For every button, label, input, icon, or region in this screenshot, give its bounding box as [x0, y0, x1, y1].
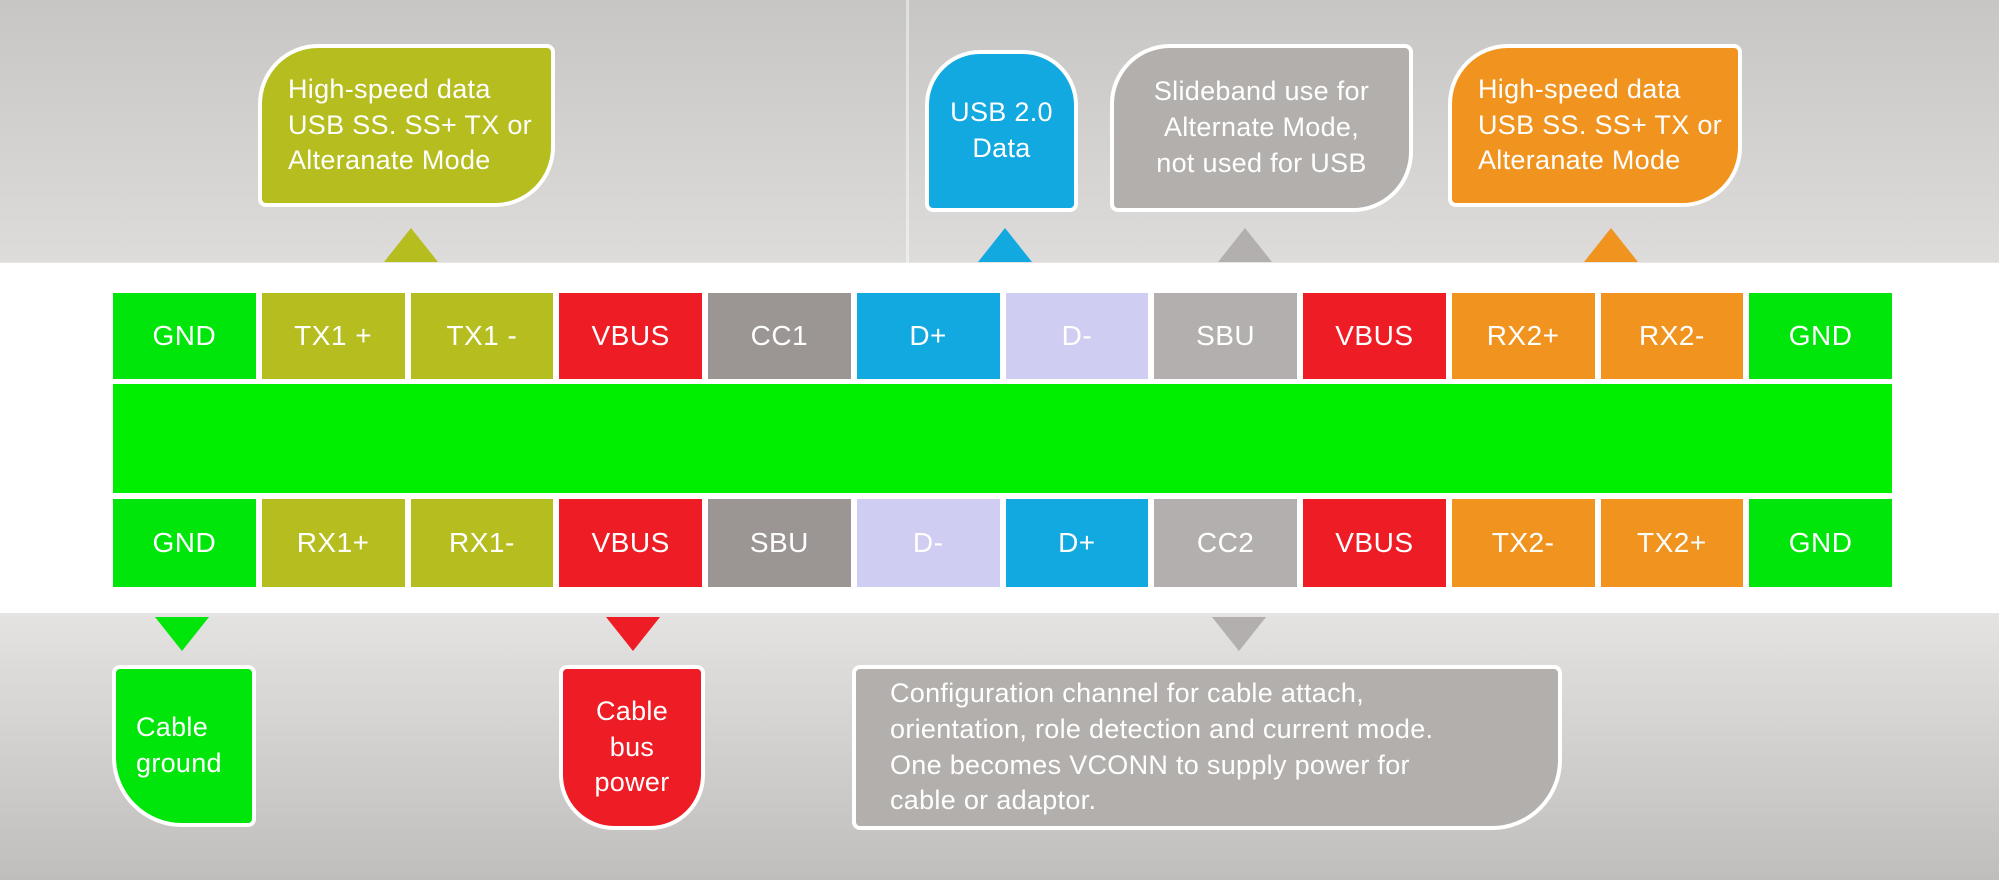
arrow-down-cable-bus-power-icon — [606, 617, 660, 651]
pin-cell-vbus: VBUS — [559, 293, 702, 379]
pin-cell-rx2+: RX2+ — [1451, 293, 1595, 379]
pin-cell-rx2-: RX2- — [1600, 293, 1744, 379]
pin-cell-tx2+: TX2+ — [1600, 499, 1744, 587]
callout-sideband-text: Slideband use for Alternate Mode, not us… — [1153, 76, 1370, 178]
pin-cell-tx1+: TX1 + — [261, 293, 405, 379]
pin-cell-sbu: SBU — [708, 499, 851, 587]
callout-cable-ground: Cable ground — [112, 665, 256, 827]
pin-cell-vbus: VBUS — [559, 499, 702, 587]
pin-cell-gnd: GND — [1749, 499, 1892, 587]
arrow-up-sideband-icon — [1218, 228, 1272, 262]
callout-cable-ground-text: Cable ground — [136, 712, 222, 778]
pin-cell-rx1+: RX1+ — [261, 499, 405, 587]
background-seam — [906, 0, 909, 263]
callout-usb2-data: USB 2.0 Data — [925, 50, 1078, 212]
pin-cell-tx2-: TX2- — [1451, 499, 1595, 587]
arrow-down-cable-ground-icon — [155, 617, 209, 651]
pin-cell-sbu: SBU — [1154, 293, 1297, 379]
callout-config-channel-text: Configuration channel for cable attach, … — [890, 677, 1434, 816]
callout-highspeed-tx1: High-speed data USB SS. SS+ TX or Altera… — [258, 44, 555, 207]
callout-sideband: Slideband use for Alternate Mode, not us… — [1110, 44, 1413, 212]
pin-cell-cc1: CC1 — [708, 293, 851, 379]
pin-cell-tx1-: TX1 - — [410, 293, 554, 379]
callout-cable-bus-power: Cable bus power — [559, 665, 705, 830]
arrow-up-tx-pair-icon — [384, 228, 438, 262]
pin-cell-d-: D- — [1005, 293, 1149, 379]
callout-usb2-data-text: USB 2.0 Data — [950, 97, 1053, 163]
callout-highspeed-rx2: High-speed data USB SS. SS+ TX or Altera… — [1448, 44, 1742, 207]
pin-cell-gnd: GND — [113, 499, 256, 587]
pin-cell-cc2: CC2 — [1154, 499, 1297, 587]
pin-cell-gnd: GND — [113, 293, 256, 379]
pin-cell-rx1-: RX1- — [410, 499, 554, 587]
ground-shield-bar — [113, 384, 1892, 493]
arrow-up-usb2-data-icon — [978, 228, 1032, 262]
callout-highspeed-tx1-text: High-speed data USB SS. SS+ TX or Altera… — [288, 73, 532, 176]
pin-cell-vbus: VBUS — [1303, 499, 1446, 587]
pin-cell-d-: D- — [856, 499, 1000, 587]
pin-cell-gnd: GND — [1749, 293, 1892, 379]
callout-config-channel: Configuration channel for cable attach, … — [852, 665, 1562, 830]
callout-cable-bus-power-text: Cable bus power — [594, 695, 670, 798]
arrow-up-rx-pair-icon — [1584, 228, 1638, 262]
callout-highspeed-rx2-text: High-speed data USB SS. SS+ TX or Altera… — [1478, 73, 1722, 176]
arrow-down-config-channel-icon — [1212, 617, 1266, 651]
pin-cell-d+: D+ — [856, 293, 1000, 379]
pin-cell-d+: D+ — [1005, 499, 1149, 587]
pin-cell-vbus: VBUS — [1303, 293, 1446, 379]
